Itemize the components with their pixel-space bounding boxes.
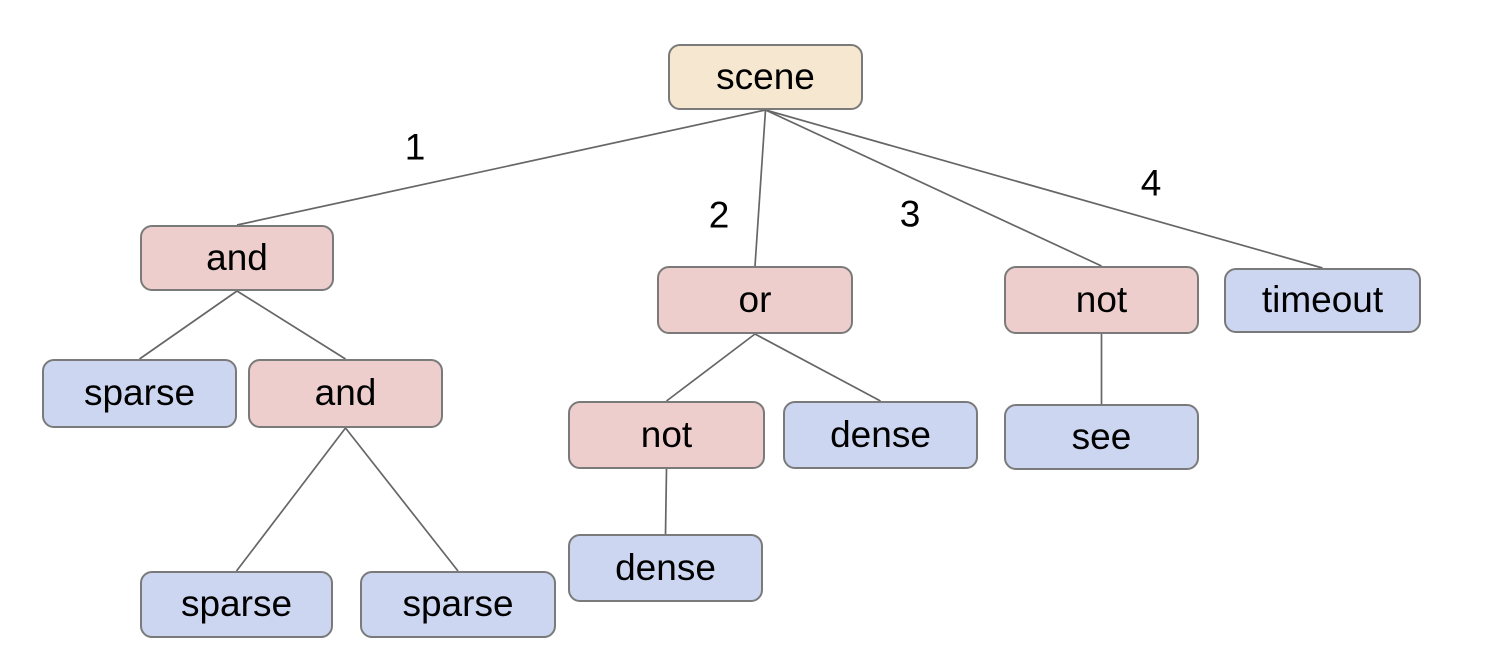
edge-not2-dense2 xyxy=(664,468,668,535)
edge-scene-and1 xyxy=(236,109,766,226)
edge-and1-and2 xyxy=(236,290,346,360)
node-label: timeout xyxy=(1261,279,1384,320)
node-not2: not xyxy=(568,401,765,469)
edge-scene-not1 xyxy=(765,109,1102,267)
node-label: see xyxy=(1071,415,1132,457)
node-dense2: dense xyxy=(568,534,763,602)
edge-and2-sparse3 xyxy=(344,427,459,572)
edge-and1-sparse1 xyxy=(139,290,238,360)
edge-scene-or1 xyxy=(754,109,767,267)
node-label: or xyxy=(738,278,772,320)
edge-scene-timeout1 xyxy=(765,109,1323,269)
node-label: not xyxy=(1075,278,1128,320)
edge-label-4: 4 xyxy=(1140,162,1162,204)
node-label: sparse xyxy=(402,583,514,624)
node-and2: and xyxy=(248,359,443,428)
node-timeout1: timeout xyxy=(1224,268,1421,333)
node-scene: scene xyxy=(668,44,863,110)
node-sparse2: sparse xyxy=(140,571,333,638)
edge-label-3: 3 xyxy=(899,193,921,235)
node-label: sparse xyxy=(83,372,196,413)
node-label: sparse xyxy=(180,583,293,624)
node-and1: and xyxy=(140,225,334,291)
node-or1: or xyxy=(657,266,853,334)
node-label: not xyxy=(640,413,693,455)
node-see1: see xyxy=(1004,404,1199,470)
node-dense1: dense xyxy=(783,401,978,469)
node-label: dense xyxy=(615,546,716,588)
node-sparse3: sparse xyxy=(360,571,556,638)
node-label: dense xyxy=(830,413,931,455)
edge-or1-not2 xyxy=(665,333,756,402)
edge-label-1: 1 xyxy=(404,126,426,168)
node-label: and xyxy=(206,236,268,278)
edge-and2-sparse2 xyxy=(235,427,347,572)
node-not1: not xyxy=(1004,266,1199,334)
node-label: and xyxy=(314,372,377,413)
node-label: scene xyxy=(716,55,815,97)
node-sparse1: sparse xyxy=(42,359,237,428)
edge-or1-dense1 xyxy=(754,333,881,402)
edge-label-2: 2 xyxy=(708,194,730,236)
